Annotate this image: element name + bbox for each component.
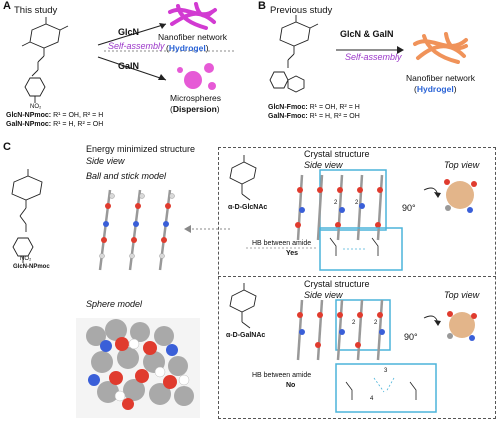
galnac-num-d: 4 (370, 396, 374, 402)
glcnac-name: α-D-GlcNAc (228, 204, 268, 211)
hydrogel-text-b: Hydrogel (416, 84, 454, 94)
panel-a-label: A (3, 0, 11, 12)
glcnac-hb-diagram (329, 237, 379, 256)
glcnac-crystal-side-view (295, 169, 387, 241)
galnac-side-view-label: Side view (304, 290, 343, 300)
galnac-hb-value: No (286, 382, 296, 389)
microspheres-pink (177, 63, 216, 90)
galnac-rotation-angle: 90° (404, 332, 418, 342)
hydrogel-label-a: (Hydrogel) (166, 43, 209, 53)
panel-c-label: C (3, 141, 11, 153)
glcn-npmoc-def: GlcN-NPmoc: R¹ = OH, R² = H (6, 112, 104, 119)
nanofiber-network-magenta (168, 2, 217, 30)
galnac-hb-diagram (345, 377, 417, 400)
galnac-crystal-side-view (296, 299, 391, 361)
glcn-npmoc-structure-a (21, 17, 69, 103)
no2-label-c: NO₂ (20, 256, 32, 262)
hydrogel-text-a: Hydrogel (168, 43, 206, 53)
glcnac-hb-text: HB between amide (252, 240, 312, 247)
sphere-model-label: Sphere model (86, 299, 143, 309)
galnac-num-c: 3 (384, 368, 388, 374)
galnac-hb-inset (335, 363, 437, 413)
panel-a-title: This study (14, 5, 58, 16)
galnac-hb-text: HB between amide (252, 372, 312, 379)
arrow-label-galn: GalN (118, 61, 140, 71)
glcnac-hb-value: Yes (286, 250, 299, 257)
glcnac-top-view (444, 179, 477, 213)
glcnac-structure (229, 155, 257, 201)
galnac-top-view (447, 311, 477, 341)
glcnac-hb-inset (319, 227, 403, 271)
fmoc-structure-b (269, 15, 319, 93)
sphere-model (76, 318, 200, 418)
galn-fmoc-def: GalN-Fmoc: R¹ = H, R² = OH (268, 113, 360, 120)
self-assembly-label-a: Self-assembly (108, 41, 165, 51)
galnac-name: α-D-GalNAc (226, 332, 266, 339)
galnac-crystal-title: Crystal structure (304, 279, 370, 289)
nanofiber-network-label-a: Nanofiber network (158, 32, 227, 42)
galnac-structure (229, 283, 257, 329)
dispersion-text: Dispersion (172, 104, 217, 114)
galn-npmoc-def: GalN-NPmoc: R¹ = H, R² = OH (6, 121, 104, 128)
ball-stick-label: Ball and stick model (86, 171, 167, 181)
galnac-top-view-label: Top view (444, 290, 480, 300)
galnac-num-a: 2 (352, 320, 356, 326)
glcnac-top-view-label: Top view (444, 160, 480, 170)
arrow-label-glcn: GlcN (118, 27, 140, 37)
glcnac-num-b: 2 (355, 200, 359, 206)
crystal-divider (218, 276, 496, 277)
dispersion-label: (Dispersion) (170, 104, 220, 114)
panel-b-label: B (258, 0, 266, 12)
glcn-npmoc-structure-c (11, 169, 43, 263)
energy-minimized-title: Energy minimized structure (86, 144, 196, 154)
panel-b-title: Previous study (270, 5, 333, 16)
galnac-num-b: 2 (374, 320, 378, 326)
side-view-label-c: Side view (86, 156, 125, 166)
hydrogel-label-b: (Hydrogel) (414, 84, 457, 94)
glcnac-rotation-angle: 90° (402, 203, 416, 213)
ball-stick-model (98, 189, 175, 271)
crystal-structures-dashed-box (218, 147, 496, 419)
glcnac-crystal-title: Crystal structure (304, 149, 370, 159)
arrow-label-glcn-galn: GlcN & GalN (340, 29, 394, 39)
nanofiber-network-orange (413, 32, 468, 64)
glcnac-num-a: 2 (334, 200, 338, 206)
microspheres-label: Microspheres (170, 93, 222, 103)
glcnac-side-view-label: Side view (304, 160, 343, 170)
self-assembly-label-b: Self-assembly (345, 52, 402, 62)
glcn-npmoc-label-c: GlcN-NPmoc (13, 264, 50, 270)
no2-label-a: NO₂ (30, 104, 42, 110)
nanofiber-network-label-b: Nanofiber network (406, 73, 475, 83)
glcn-fmoc-def: GlcN-Fmoc: R¹ = OH, R² = H (268, 104, 360, 111)
